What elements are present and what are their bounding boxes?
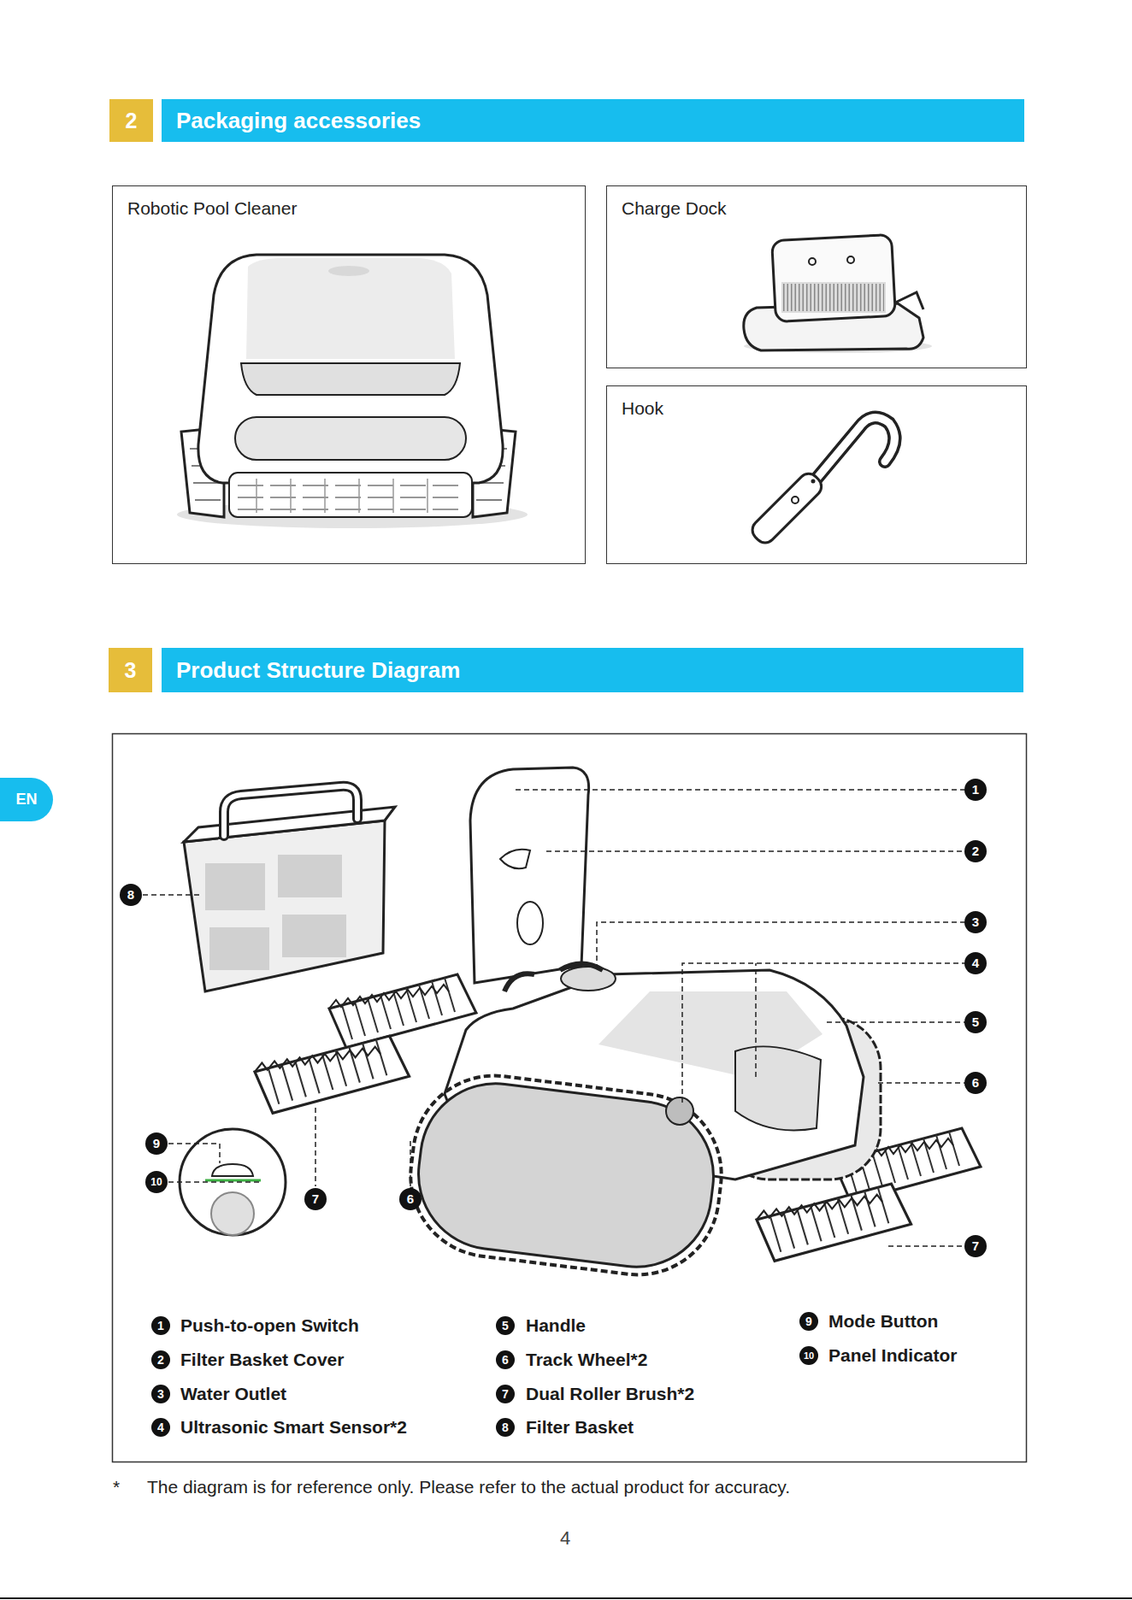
part-name: Push-to-open Switch bbox=[180, 1314, 360, 1339]
badge-text: 2 bbox=[109, 99, 154, 142]
accessory-box: Robotic Pool Cleaner bbox=[112, 185, 586, 565]
footnote: * bbox=[112, 1475, 120, 1500]
callout-number: 9 bbox=[799, 1312, 819, 1332]
callout-number: 2 bbox=[964, 840, 987, 863]
callout-number: 3 bbox=[964, 911, 987, 934]
structure-frame bbox=[112, 734, 1027, 1463]
part-name: Water Outlet bbox=[180, 1382, 287, 1407]
part-name: Filter Basket bbox=[525, 1415, 634, 1440]
callout-number: 7 bbox=[304, 1188, 327, 1211]
callout-number: 5 bbox=[495, 1316, 515, 1336]
footnote: The diagram is for reference only. Pleas… bbox=[147, 1475, 791, 1500]
callout-number: 7 bbox=[964, 1235, 987, 1258]
language-tab: EN bbox=[0, 778, 54, 822]
part-name: Dual Roller Brush*2 bbox=[525, 1382, 695, 1407]
section-title: Packaging accessories bbox=[176, 99, 421, 142]
callout-number: 9 bbox=[145, 1132, 168, 1156]
leader-lines bbox=[142, 790, 965, 1247]
hook bbox=[748, 418, 895, 548]
callout-number: 4 bbox=[151, 1418, 171, 1438]
section-band: Product Structure Diagram bbox=[161, 648, 1024, 693]
accessory-box: Hook bbox=[606, 385, 1027, 565]
part-name: Handle bbox=[525, 1314, 586, 1339]
callout-number: 6 bbox=[399, 1188, 422, 1211]
callout-number: 5 bbox=[964, 1011, 987, 1034]
robot-front-view bbox=[176, 254, 528, 529]
callout-number: 3 bbox=[151, 1385, 171, 1404]
box-title: Robotic Pool Cleaner bbox=[127, 198, 297, 219]
part-name: Track Wheel*2 bbox=[525, 1348, 648, 1373]
callout-number: 10 bbox=[799, 1346, 819, 1366]
callout-number: 4 bbox=[964, 952, 987, 975]
callout-number: 8 bbox=[119, 884, 142, 907]
section-number: 2 bbox=[109, 99, 154, 142]
callout-number: 1 bbox=[964, 778, 987, 802]
filter-basket bbox=[183, 786, 396, 992]
callout-number: 1 bbox=[151, 1316, 171, 1336]
box-title: Charge Dock bbox=[621, 198, 727, 219]
badge-text: 3 bbox=[108, 648, 153, 693]
charge-dock bbox=[743, 234, 932, 354]
robot-body bbox=[400, 966, 881, 1285]
part-name: Filter Basket Cover bbox=[180, 1348, 344, 1373]
section-number: 3 bbox=[108, 648, 153, 693]
box-title: Hook bbox=[621, 398, 664, 419]
part-name: Panel Indicator bbox=[828, 1344, 958, 1368]
accessory-box: Charge Dock bbox=[606, 185, 1027, 369]
callout-number: 6 bbox=[964, 1072, 987, 1095]
filter-basket-cover bbox=[470, 767, 603, 992]
callout-number: 8 bbox=[495, 1418, 515, 1438]
callout-number: 7 bbox=[495, 1385, 515, 1404]
badge-text: EN bbox=[0, 778, 54, 822]
callout-number: 2 bbox=[151, 1350, 171, 1370]
section-title: Product Structure Diagram bbox=[176, 648, 460, 693]
callout-number: 6 bbox=[495, 1350, 515, 1370]
part-name: Ultrasonic Smart Sensor*2 bbox=[180, 1415, 407, 1440]
section-band: Packaging accessories bbox=[161, 99, 1025, 142]
page-rule bbox=[0, 1597, 1132, 1600]
part-name: Mode Button bbox=[828, 1309, 938, 1334]
callout-number: 10 bbox=[145, 1171, 168, 1194]
page-number: 4 bbox=[539, 1527, 591, 1551]
